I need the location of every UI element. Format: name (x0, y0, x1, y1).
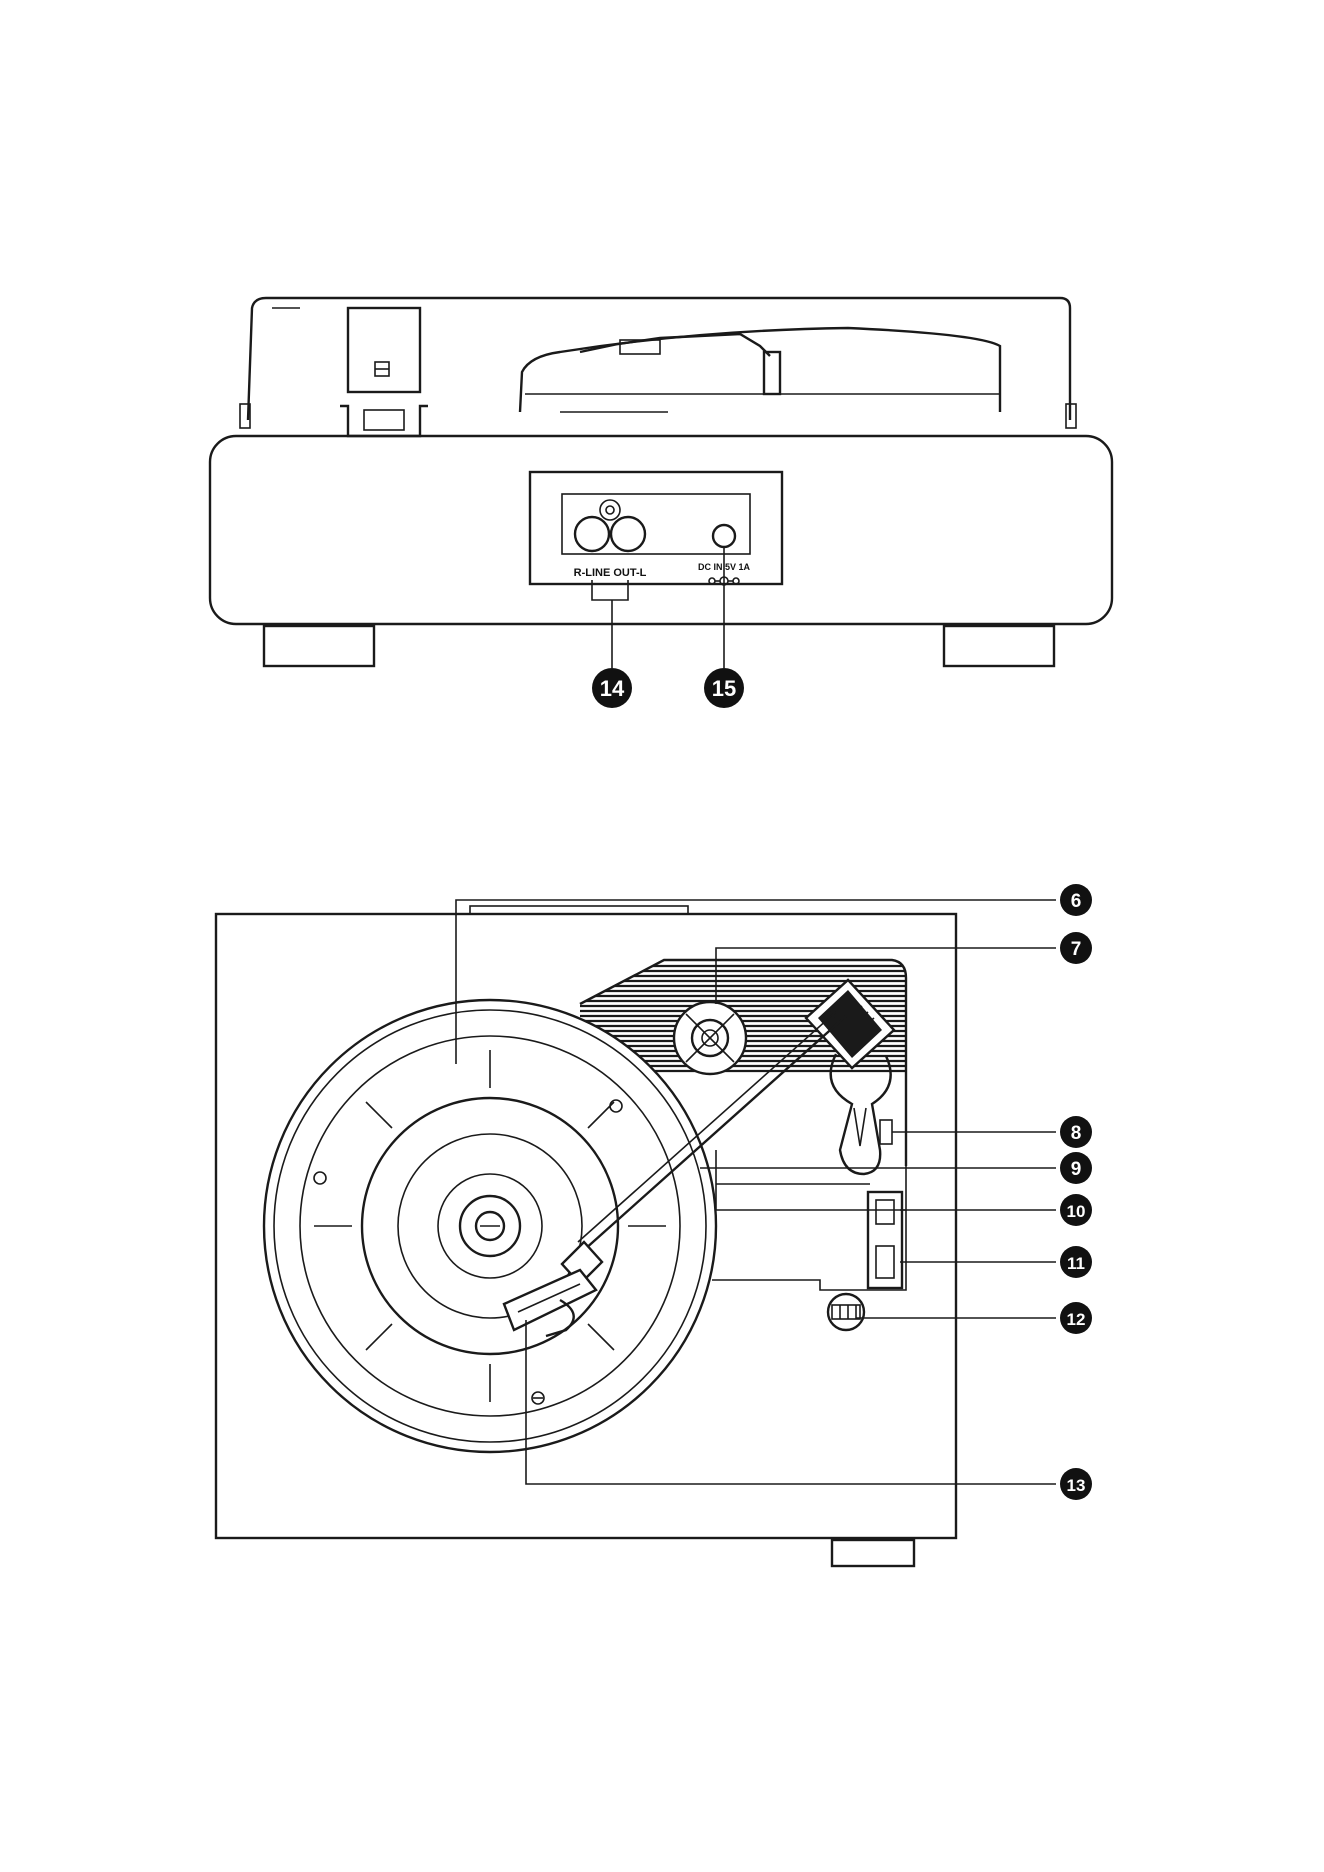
callout-6-label: 6 (1071, 891, 1082, 912)
callout-7-label: 7 (1071, 939, 1082, 960)
callout-13-label: 13 (1067, 1476, 1086, 1495)
rca-jack-right (575, 517, 609, 551)
callout-15-label: 15 (712, 676, 736, 701)
callout-9-label: 9 (1071, 1159, 1082, 1180)
callouts-top: 6 7 8 9 10 11 12 13 (1060, 884, 1092, 1500)
switch-10 (876, 1200, 894, 1224)
rear-hinge-block (348, 308, 420, 392)
rear-lid (248, 298, 1070, 420)
callout-10-label: 10 (1067, 1202, 1086, 1221)
rca-jack-left (611, 517, 645, 551)
rear-body (210, 436, 1112, 624)
rear-foot-right (944, 626, 1054, 666)
switch-housing (868, 1192, 902, 1288)
counterweight (806, 980, 894, 1068)
knob-12 (828, 1294, 864, 1330)
top-view: 6 7 8 9 10 11 12 13 (216, 884, 1092, 1566)
rear-view: R-LINE OUT-L DC IN 5V 1A 14 15 (210, 298, 1112, 708)
lift-lever (880, 1120, 892, 1144)
callout-8-label: 8 (1071, 1123, 1082, 1144)
top-foot (832, 1540, 914, 1566)
line-out-label: R-LINE OUT-L (574, 567, 647, 579)
dc-jack (713, 525, 735, 547)
rear-platter (520, 328, 1000, 412)
callout-12-label: 12 (1067, 1310, 1086, 1329)
rear-foot-left (264, 626, 374, 666)
callout-14-label: 14 (600, 676, 625, 701)
callout-11-label: 11 (1067, 1254, 1085, 1273)
switch-11 (876, 1246, 894, 1278)
rear-tonearm (580, 334, 770, 356)
ground-post (600, 500, 620, 520)
